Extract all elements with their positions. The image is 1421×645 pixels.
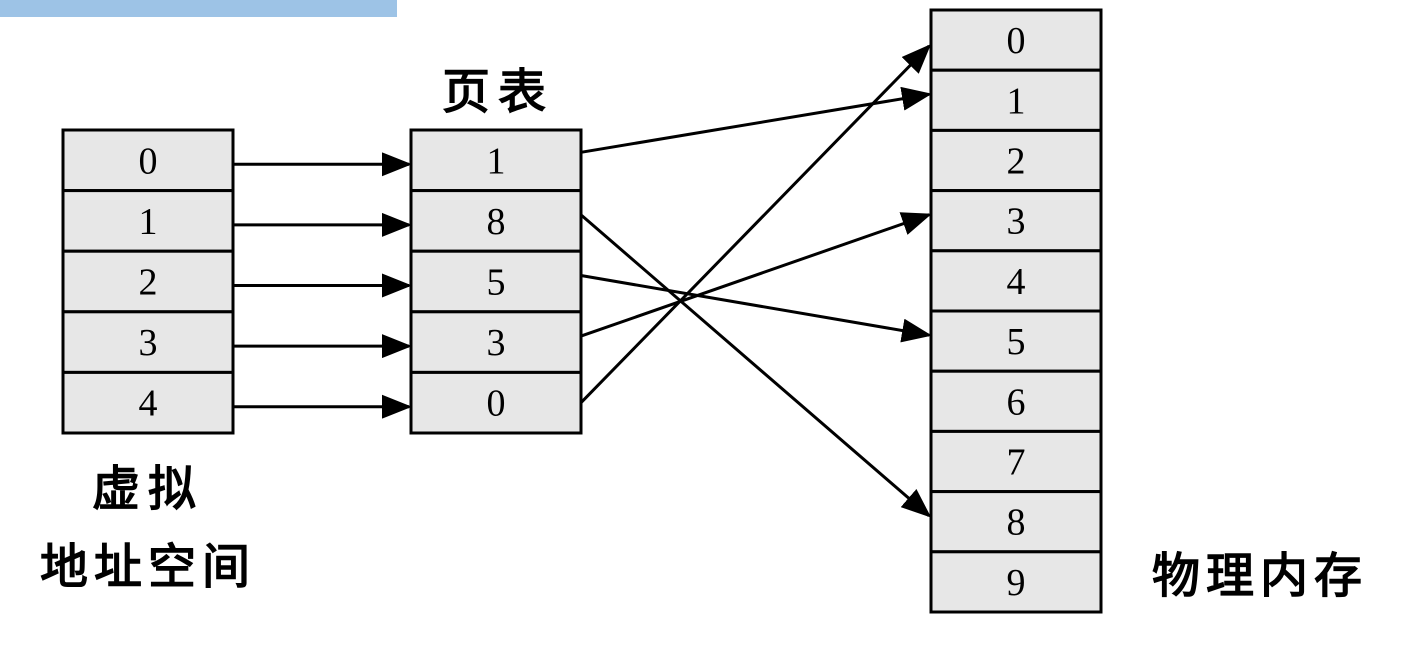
arrow-entry-0-to-frame-1 <box>580 86 932 154</box>
virtual-page-cell-label-3: 3 <box>139 322 158 364</box>
physical-frame-cell-0 <box>929 8 1103 72</box>
page-table-label: 页表 <box>442 64 554 120</box>
physical-frame-cell-6 <box>929 369 1103 433</box>
arrow-entry-3-to-frame-3 <box>580 212 932 338</box>
physical-frame-cell-7 <box>929 429 1103 494</box>
page-table-entry-cell-2 <box>409 249 583 314</box>
virtual-page-cell-label-4: 4 <box>139 383 158 425</box>
physical-frame-cell-label-3: 3 <box>1007 201 1026 243</box>
page-table: 1 8 5 3 0 <box>409 128 583 435</box>
virtual-address-table: 0 1 2 3 4 <box>61 128 235 435</box>
physical-frame-cell-5 <box>929 309 1103 373</box>
physical-frame-cell-label-2: 2 <box>1007 141 1026 183</box>
physical-frame-cell-label-1: 1 <box>1007 80 1026 122</box>
virtual-page-cell-label-1: 1 <box>139 201 158 243</box>
virtual-page-cell-3 <box>61 310 235 374</box>
title-banner <box>0 0 397 17</box>
physical-frame-cell-9 <box>929 550 1103 614</box>
virtual-label-line2: 地址空间 <box>40 539 256 595</box>
physical-frame-cell-2 <box>929 128 1103 193</box>
physical-frame-cell-label-4: 4 <box>1007 261 1026 303</box>
physical-frame-cell-8 <box>929 490 1103 554</box>
virtual-page-cell-0 <box>61 128 235 193</box>
physical-memory-label: 物理内存 <box>1152 548 1368 604</box>
physical-frame-cell-label-6: 6 <box>1007 381 1026 423</box>
physical-frame-cell-label-5: 5 <box>1007 321 1026 363</box>
page-table-entry-cell-3 <box>409 310 583 374</box>
virtual-page-cell-4 <box>61 370 235 435</box>
arrow-entry-2-to-frame-5 <box>580 274 932 343</box>
arrow-entry-1-to-frame-8 <box>580 213 932 518</box>
page-table-entry-cell-1 <box>409 189 583 253</box>
physical-frame-cell-label-0: 0 <box>1007 20 1026 62</box>
page-table-entry-cell-label-0: 1 <box>487 140 506 182</box>
virtual-page-cell-2 <box>61 249 235 314</box>
physical-frame-cell-label-7: 7 <box>1007 442 1026 484</box>
page-table-entry-cell-4 <box>409 370 583 435</box>
virtual-to-pagetable-arrows <box>233 152 412 419</box>
virtual-page-cell-label-2: 2 <box>139 262 158 304</box>
arrow-entry-4-to-frame-0 <box>579 43 932 404</box>
pagetable-to-frame-arrows <box>579 43 932 518</box>
virtual-label-line1: 虚拟 <box>92 461 204 517</box>
page-table-entry-cell-label-3: 3 <box>487 322 506 364</box>
physical-frame-cell-label-9: 9 <box>1007 562 1026 604</box>
physical-frame-cell-4 <box>929 249 1103 313</box>
page-table-entry-cell-label-2: 5 <box>487 262 506 304</box>
virtual-page-cell-label-0: 0 <box>139 140 158 182</box>
physical-frame-cell-label-8: 8 <box>1007 502 1026 544</box>
page-table-entry-cell-label-1: 8 <box>487 201 506 243</box>
physical-memory-table: 0 1 2 3 4 5 6 7 8 9 <box>929 8 1103 614</box>
page-table-entry-cell-label-4: 0 <box>487 383 506 425</box>
